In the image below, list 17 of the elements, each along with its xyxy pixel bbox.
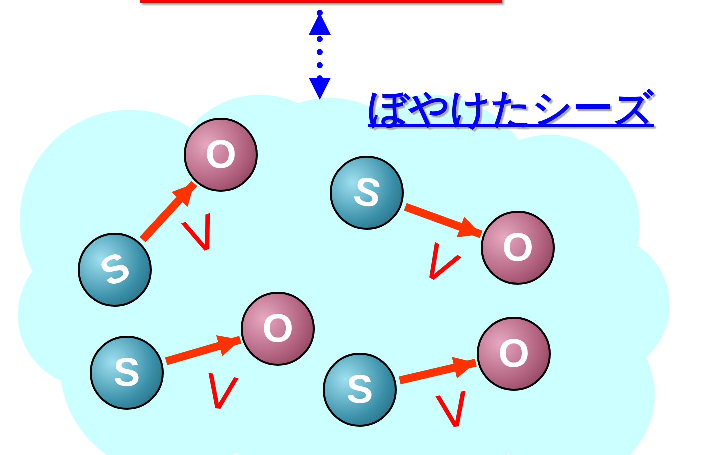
ball-letter: O: [498, 334, 530, 374]
arrow: [140, 180, 198, 243]
arrow: [165, 336, 242, 366]
inequality-sign: V: [414, 237, 465, 293]
ball-letter: O: [205, 135, 237, 175]
inequality-sign: V: [434, 386, 474, 436]
ball-letter: S: [346, 370, 374, 410]
cloud-title: ぼやけたシーズ: [368, 87, 654, 131]
inequality-sign: V: [179, 208, 224, 262]
ball-letter: S: [114, 353, 140, 393]
ball-letter: S: [350, 170, 384, 216]
ball-letter: S: [94, 246, 136, 294]
arrow: [399, 357, 477, 385]
inequality-sign: V: [201, 368, 240, 418]
ball-letter: O: [502, 228, 534, 268]
arrow: [404, 203, 483, 238]
ball-letter: O: [262, 309, 294, 349]
